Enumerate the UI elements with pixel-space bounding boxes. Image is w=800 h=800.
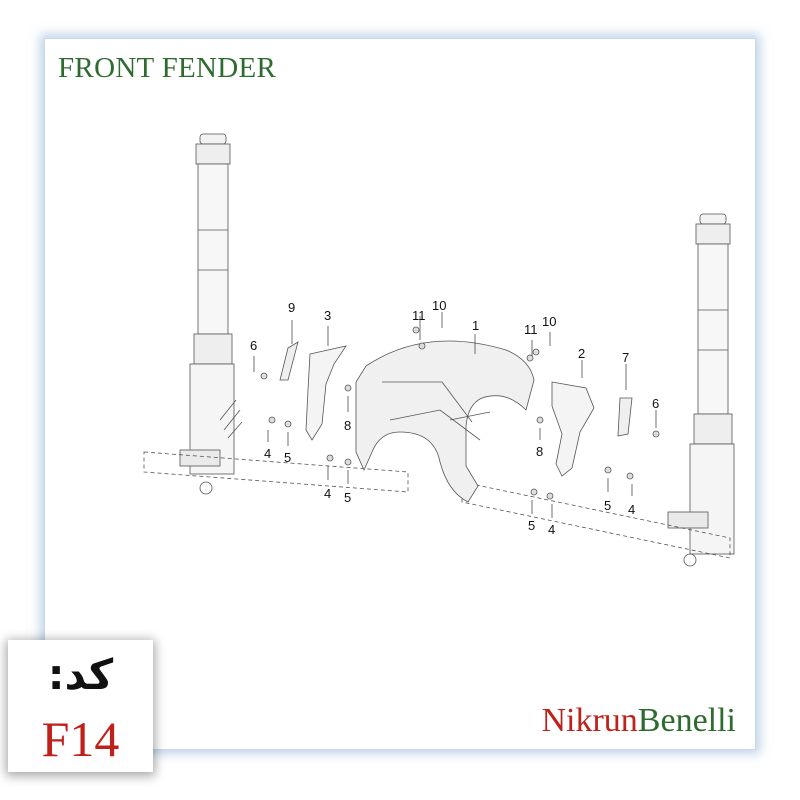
callout-6-left: 6 bbox=[250, 338, 257, 353]
brand-watermark: NikrunBenelli bbox=[541, 702, 736, 740]
right-hose-clip bbox=[617, 397, 633, 437]
callout-2: 2 bbox=[578, 346, 585, 361]
callout-9: 9 bbox=[288, 300, 295, 315]
callout-6-right: 6 bbox=[652, 396, 659, 411]
callout-4-left-a: 4 bbox=[264, 446, 271, 461]
callout-5-left-b: 5 bbox=[344, 490, 351, 505]
callout-1: 1 bbox=[472, 318, 479, 333]
right-fender-bracket bbox=[551, 381, 595, 477]
diagram-title: FRONT FENDER bbox=[58, 52, 277, 84]
part-code-label: کد: bbox=[47, 650, 114, 699]
callout-11-left: 11 bbox=[412, 308, 426, 323]
callout-10-left: 10 bbox=[432, 298, 446, 313]
callout-4-right-a: 4 bbox=[628, 502, 635, 517]
leader-lines bbox=[253, 312, 657, 518]
exploded-parts-diagram: 9 3 6 8 4 5 4 5 11 10 1 11 10 2 7 6 8 5 … bbox=[143, 133, 735, 567]
left-hose-clip bbox=[279, 341, 299, 381]
callout-5-left-a: 5 bbox=[284, 450, 291, 465]
callout-4-right-b: 4 bbox=[548, 522, 555, 537]
front-fender bbox=[355, 340, 535, 503]
part-code-value: F14 bbox=[41, 711, 120, 767]
callout-11-right: 11 bbox=[524, 322, 538, 337]
callout-3: 3 bbox=[324, 308, 331, 323]
brand-part-2: Benelli bbox=[637, 702, 736, 739]
callout-7: 7 bbox=[622, 350, 629, 365]
part-code-box: کد: F14 bbox=[8, 640, 153, 772]
callout-8-left: 8 bbox=[344, 418, 351, 433]
callout-5-right-b: 5 bbox=[528, 518, 535, 533]
callout-10-right: 10 bbox=[542, 314, 556, 329]
left-fender-bracket bbox=[305, 345, 347, 441]
right-fork-tube bbox=[667, 213, 735, 567]
callout-4-left-b: 4 bbox=[324, 486, 331, 501]
left-fork-tube bbox=[179, 133, 243, 495]
fasteners bbox=[260, 326, 660, 500]
callout-8-right: 8 bbox=[536, 444, 543, 459]
brand-part-1: Nikrun bbox=[541, 702, 638, 739]
callout-5-right-a: 5 bbox=[604, 498, 611, 513]
